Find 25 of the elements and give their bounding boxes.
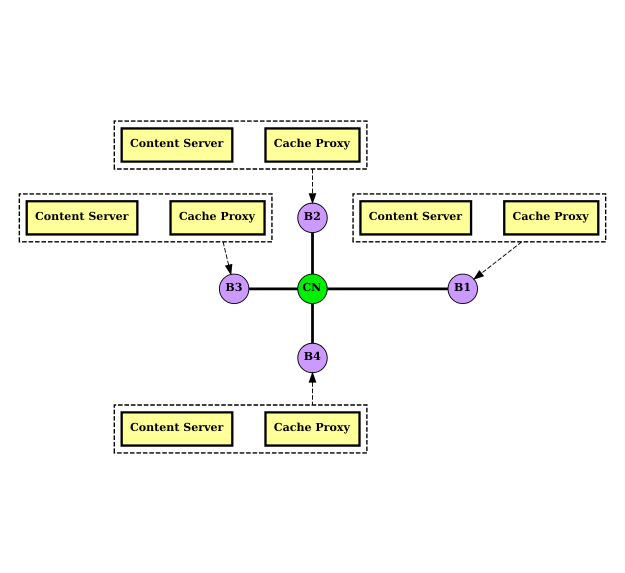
connector	[249, 286, 298, 290]
node-circle: CN	[297, 273, 328, 304]
node-box: Content Server	[120, 126, 234, 162]
arrow	[308, 168, 316, 204]
cluster	[352, 192, 606, 242]
node-circle: B2	[297, 202, 328, 233]
node-box: Cache Proxy	[264, 410, 361, 446]
connector	[311, 303, 314, 343]
cluster	[18, 192, 273, 242]
arrow	[308, 371, 316, 405]
node-circle: B1	[448, 273, 478, 304]
cluster	[114, 404, 368, 454]
node-box: Cache Proxy	[264, 126, 361, 162]
node-box: Cache Proxy	[503, 200, 600, 236]
connector	[311, 232, 314, 274]
node-box: Cache Proxy	[169, 200, 266, 236]
node-box: Content Server	[359, 200, 472, 236]
arrow	[222, 240, 232, 276]
cluster	[114, 120, 368, 170]
node-circle: B3	[218, 273, 250, 304]
node-box: Content Server	[26, 200, 138, 236]
arrow	[473, 240, 522, 280]
node-box: Content Server	[120, 410, 234, 446]
connector	[327, 286, 448, 290]
node-circle: B4	[297, 342, 328, 373]
